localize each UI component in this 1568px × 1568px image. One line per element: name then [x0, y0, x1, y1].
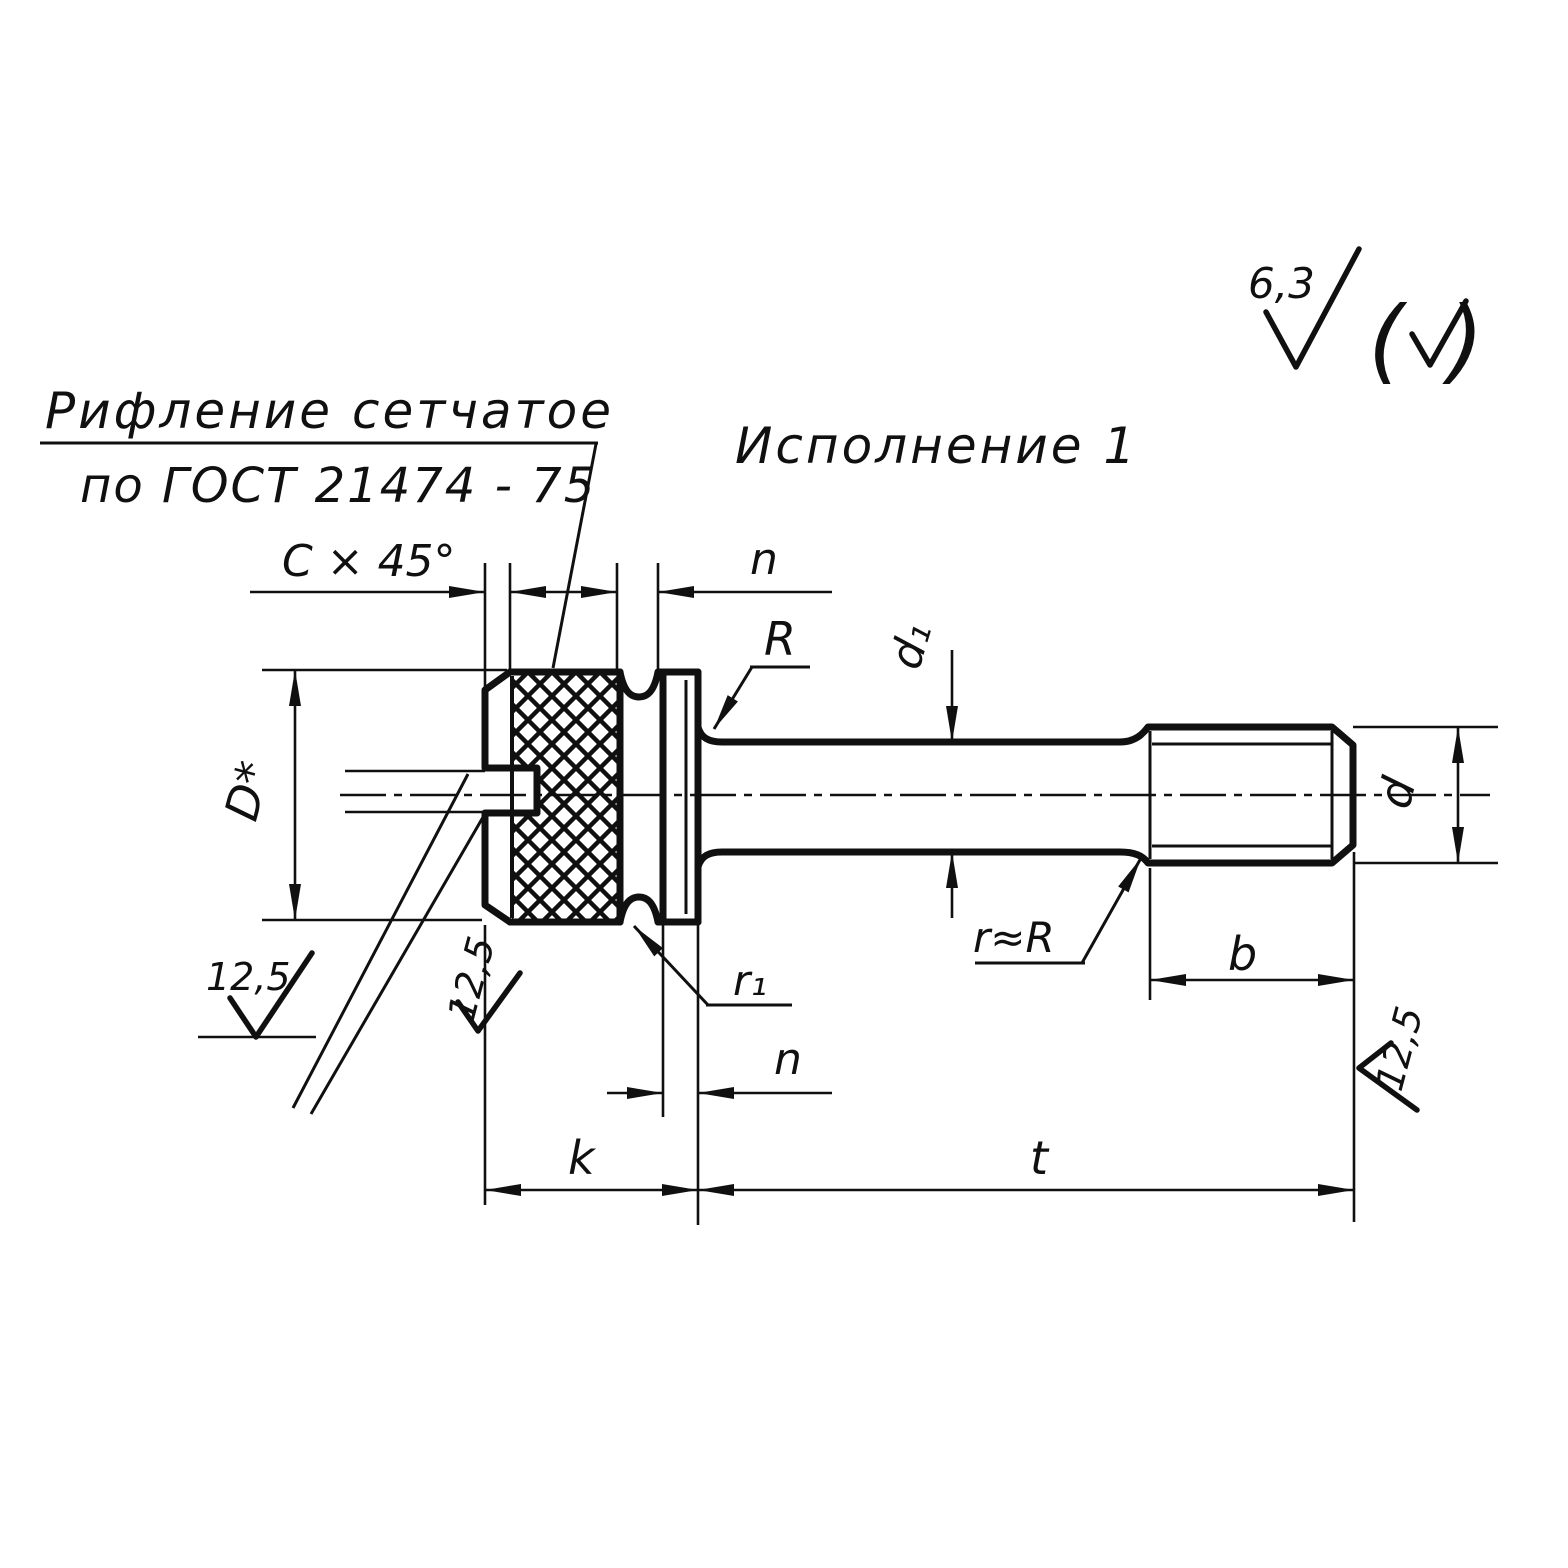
groove-width-label: n — [750, 534, 778, 585]
transition-radius-label: r≈R — [973, 913, 1055, 962]
head-left-face-with-slot — [481, 668, 541, 926]
dimension-lines — [250, 586, 1464, 1196]
knurl-note-line1: Рифление сетчатое — [45, 382, 614, 440]
groove-r1-leader — [632, 924, 710, 1007]
transition-r-leader — [1080, 857, 1143, 964]
ext-slot-faces — [345, 769, 485, 814]
head-roughness-check-icon — [455, 970, 523, 1034]
leader-lines — [40, 441, 1143, 1115]
text-labels: Рифление сетчатое по ГОСТ 21474 - 75 Исп… — [45, 259, 1484, 1185]
groove-radius-label: r₁ — [733, 956, 767, 1005]
part-outline — [481, 668, 1357, 926]
groove-top-dip — [616, 668, 662, 701]
chamfer-label: C × 45° — [282, 536, 456, 587]
slot-roughness-leader-1 — [291, 773, 470, 1109]
thread-diameter-label: d — [1367, 771, 1427, 814]
groove-bottom-dip — [616, 893, 662, 926]
knurl-band-upper — [512, 672, 620, 769]
head-diameter-label: D* — [214, 756, 281, 826]
note-leader — [551, 443, 598, 669]
fillet-r-leader — [712, 666, 754, 730]
extension-lines — [262, 563, 1498, 1225]
ext-thread-diameter — [1353, 725, 1498, 865]
knurl-band-lower — [512, 813, 620, 922]
version-label: Исполнение 1 — [735, 417, 1138, 475]
shank-and-thread-outline — [694, 723, 1357, 871]
knurl-band-middle — [537, 769, 620, 813]
general-roughness-check-icon — [1263, 246, 1362, 370]
shank-diameter-label: d₁ — [880, 617, 942, 675]
slot-roughness-value: 12,5 — [206, 955, 291, 999]
slot-roughness-leader-2 — [309, 811, 488, 1115]
roughness-paren-close: ) — [1442, 287, 1484, 394]
head-length-label: k — [568, 1131, 597, 1185]
shank-roughness-value: 12,5 — [1367, 1002, 1431, 1095]
flange-width-label: n — [774, 1034, 802, 1085]
roughness-symbols — [198, 246, 1469, 1113]
shank-length-label: t — [1030, 1131, 1050, 1185]
thread-length-label: b — [1228, 927, 1257, 981]
knurl-texture — [512, 672, 620, 922]
default-roughness-check-icon — [1409, 298, 1469, 368]
general-roughness-value: 6,3 — [1248, 259, 1315, 308]
slot-roughness-check-icon — [227, 950, 315, 1040]
roughness-paren-open: ( — [1368, 287, 1408, 394]
shank-roughness-check-icon — [1356, 1040, 1420, 1113]
thread-minor-diameter-lines — [1152, 742, 1332, 848]
knurl-note-line2: по ГОСТ 21474 - 75 — [80, 458, 596, 514]
head-fillet-label: R — [764, 612, 796, 666]
